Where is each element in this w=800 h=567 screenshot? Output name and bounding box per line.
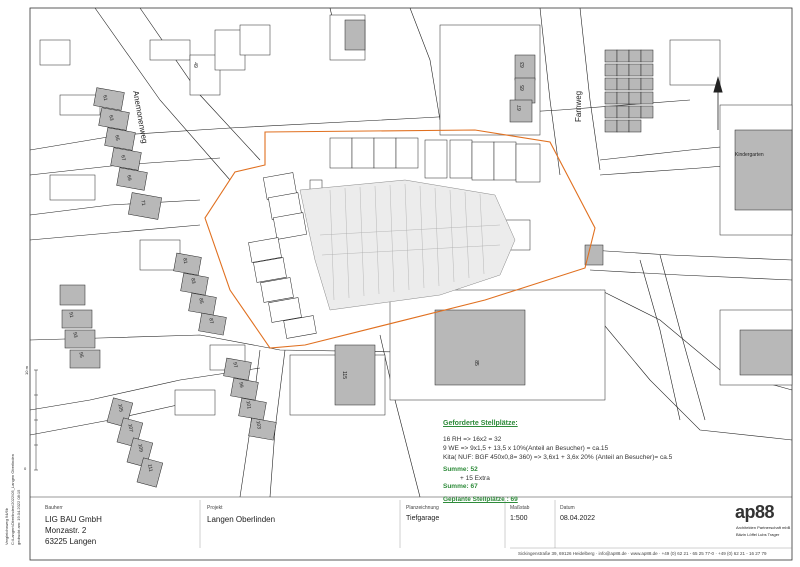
house-number: 85 (197, 297, 205, 305)
house-number: 93 (71, 331, 79, 339)
house-number: 95 (77, 351, 85, 359)
scale-tick-label: 10 m (23, 366, 29, 375)
kindergarten-label: Kindergarten (735, 152, 764, 158)
plan-label: Planzeichnung (406, 505, 439, 511)
house-number: 115 (340, 371, 347, 379)
street-label-farnweg: Farnweg (574, 90, 583, 122)
firm-address: Sickingenstraße 39, 69126 Heidelberg · i… (518, 551, 767, 556)
owner-line: 63225 Langen (45, 537, 97, 546)
house-number: 81 (181, 257, 189, 265)
house-number: 97 (231, 361, 239, 369)
requirements-line: 16 RH => 16x2 = 32 (443, 436, 502, 443)
requirements-line: Kita( NUF: BGF 450x0,8= 360) => 3,6x1 + … (443, 454, 673, 461)
requirements-sum1: Summe: 52 (443, 466, 478, 473)
house-number: 87 (207, 317, 215, 325)
house-number: 99 (237, 381, 245, 389)
house-number: 69 (125, 174, 133, 182)
owner-line: LIG BAU GmbH (45, 515, 102, 524)
house-number: 63 (107, 114, 115, 122)
house-number: 103 (254, 420, 262, 430)
house-number: 65 (519, 85, 526, 91)
project-value: Langen Oberlinden (207, 515, 276, 524)
date-label: Datum (560, 505, 575, 511)
planned-spaces: Geplante Stellplätze : 69 (443, 496, 518, 503)
house-number: 71 (139, 199, 147, 207)
owner-label: Bauherr (45, 505, 63, 511)
scale-label: Maßstab (510, 505, 530, 511)
requirements-extra: + 15 Extra (460, 475, 490, 482)
project-label: Projekt (207, 505, 223, 511)
house-number: 91 (67, 311, 75, 319)
requirements-sum2: Summe: 67 (443, 483, 478, 490)
house-number: 107 (126, 423, 134, 433)
firm-subtitle: Architekten Partnerschaft mbB (736, 525, 791, 530)
house-number: 49 (191, 62, 198, 68)
firm-logo: ap88 (735, 502, 775, 522)
house-number: 63 (519, 62, 526, 68)
scale-tick-label: 0 (24, 466, 27, 471)
side-info: C:\Langen\Oberlinden\2022\05_Langen Ober… (10, 454, 15, 545)
house-number: 67 (119, 154, 127, 162)
house-number: 83 (189, 277, 197, 285)
scale-value: 1:500 (510, 515, 528, 522)
house-number: 65 (113, 134, 121, 142)
house-number: 85 (472, 360, 479, 366)
requirements-title: Geforderte Stellplätze: (443, 420, 518, 427)
house-number: 67 (516, 105, 523, 111)
house-number: 61 (101, 94, 109, 102)
house-number: 111 (146, 463, 154, 473)
house-number: 105 (116, 403, 124, 413)
owner-line: Monzastr. 2 (45, 526, 87, 535)
requirements-line: 9 WE => 9x1,5 + 13,5 x 10%(Anteil an Bes… (443, 445, 609, 452)
side-info: Vergleichsweg 94/6b (4, 508, 9, 545)
firm-names: Bäzin Löffel Lubs Trager (736, 532, 780, 537)
side-info: gedruckt am: 19.04.2022 08:15 (16, 489, 21, 545)
house-number: 101 (244, 400, 252, 410)
plan-value: Tiefgarage (406, 515, 440, 522)
date-value: 08.04.2022 (560, 515, 596, 522)
house-number: 109 (136, 443, 144, 453)
